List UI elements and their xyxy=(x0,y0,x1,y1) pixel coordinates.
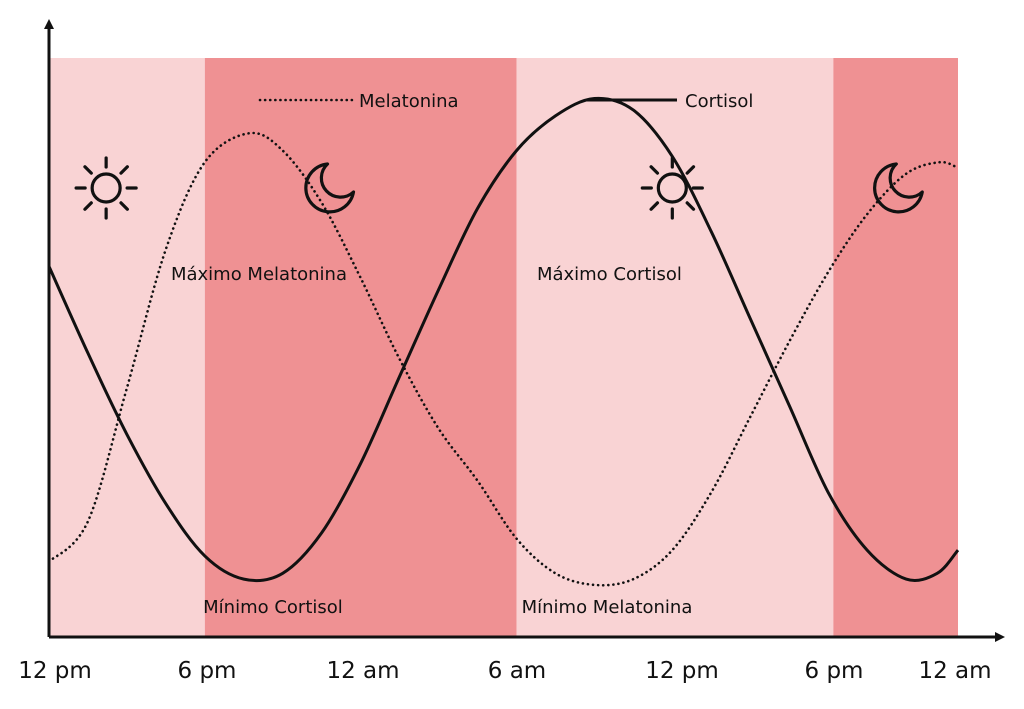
band-night-3 xyxy=(833,58,958,637)
moon-icon xyxy=(304,162,356,214)
sun-icon xyxy=(640,156,704,220)
band-night-1 xyxy=(204,58,517,637)
legend-label-cortisol: Cortisol xyxy=(685,91,753,112)
x-tick-label: 12 am xyxy=(326,658,399,684)
x-tick-label: 12 pm xyxy=(18,658,92,684)
band-day-0 xyxy=(49,58,205,637)
annotation-label: Mínimo Melatonina xyxy=(522,597,693,618)
background-bands xyxy=(49,58,958,637)
band-day-2 xyxy=(516,58,834,637)
sun-icon xyxy=(74,156,138,220)
axes xyxy=(44,19,1005,642)
annotation-label: Máximo Melatonina xyxy=(171,264,347,285)
x-tick-label: 6 pm xyxy=(178,658,237,684)
annotation-label: Mínimo Cortisol xyxy=(203,597,343,618)
x-tick-label: 6 am xyxy=(488,658,546,684)
series-line-cortisol xyxy=(47,96,960,583)
legend: Melatonina Cortisol xyxy=(258,91,753,112)
legend-label-melatonina: Melatonina xyxy=(359,91,459,112)
day-night-icons xyxy=(74,156,924,220)
series-line-melatonina xyxy=(47,131,960,587)
x-tick-labels: 12 pm 6 pm 12 am 6 am 12 pm 6 pm 12 am xyxy=(18,658,991,684)
series-lines xyxy=(47,96,960,587)
x-tick-label: 12 am xyxy=(918,658,991,684)
x-tick-label: 6 pm xyxy=(805,658,864,684)
annotation-label: Máximo Cortisol xyxy=(537,264,682,285)
x-tick-label: 12 pm xyxy=(645,658,719,684)
